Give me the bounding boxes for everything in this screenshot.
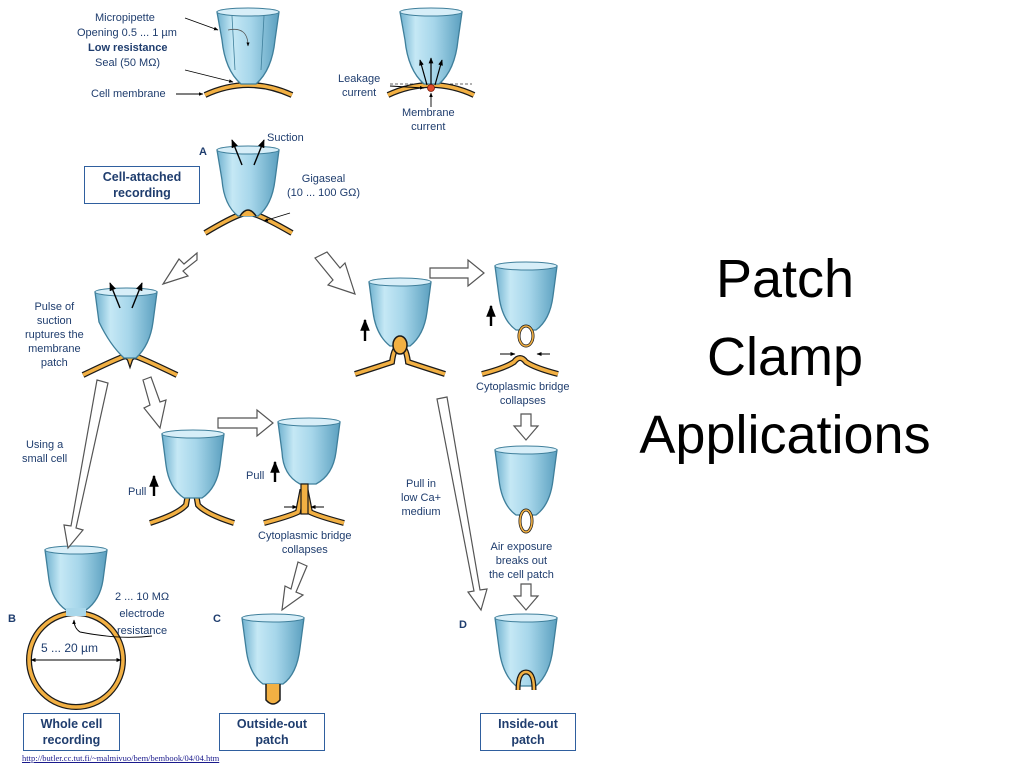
source-link[interactable]: http://butler.cc.tut.fi/~malmivuo/bem/be…: [22, 753, 220, 763]
pipette-body: [216, 11, 280, 85]
pipette-pull: [149, 429, 235, 526]
panel-letter-a: A: [199, 146, 207, 158]
panel-letter-d: D: [459, 619, 467, 631]
arrow-air-down: [512, 583, 540, 611]
label-pull-1: Pull: [128, 486, 147, 498]
label-gigaseal: Gigaseal (10 ... 100 GΩ): [287, 173, 361, 199]
pipette-vesicle: [494, 445, 558, 534]
box-cell-attached: Cell-attached recording: [84, 166, 200, 204]
pipette-bridge-inside: [481, 261, 559, 377]
arrow-to-bridge: [217, 408, 274, 438]
label-low-resistance: Low resistance: [88, 42, 168, 54]
pipette-inside-out: [494, 613, 558, 691]
label-pulse-suction: Pulse of suction ruptures the membrane p…: [25, 301, 84, 369]
box-inside-out: Inside-out patch: [480, 713, 576, 751]
hollow-arrow-a-left: [161, 251, 198, 286]
label-electrode-resistance: 2 ... 10 MΩ electrode resistance: [115, 591, 170, 637]
pipette-outside-out: [241, 613, 305, 705]
pipette-low-resistance: [176, 7, 294, 98]
pipette-raised: [354, 277, 446, 377]
slide-title: Patch Clamp Applications: [639, 249, 931, 465]
box-outside-out: Outside-out patch: [219, 713, 325, 751]
pipette-cell-attached: [203, 139, 294, 236]
arrow-low-ca: [436, 396, 488, 612]
flow-arrows: [63, 258, 540, 612]
label-cell-membrane: Cell membrane: [91, 88, 166, 100]
label-seal: Seal (50 MΩ): [95, 57, 161, 69]
label-micropipette: Micropipette: [95, 12, 155, 24]
arrow-to-outside-out: [281, 561, 308, 612]
label-bridge-collapses-1: Cytoplasmic bridge collapses: [258, 530, 352, 556]
label-using-small-cell: Using a small cell: [22, 439, 68, 465]
label-leakage-current: Leakage current: [338, 73, 381, 99]
label-suction: Suction: [267, 132, 304, 144]
hollow-arrow-a-right: [314, 251, 356, 295]
pipette-whole-cell: [26, 545, 153, 710]
label-opening: Opening 0.5 ... 1 µm: [77, 27, 177, 39]
pipette-leakage: [386, 7, 476, 107]
panel-letter-b: B: [8, 613, 16, 625]
label-bridge-collapses-2: Cytoplasmic bridge collapses: [476, 381, 570, 407]
arrow-to-pull: [142, 376, 167, 430]
label-cell-size: 5 ... 20 µm: [41, 641, 98, 655]
pipette-pulse-suction: [81, 282, 179, 378]
arrow-to-bridge-inside: [429, 258, 485, 288]
label-pull-low-ca: Pull in low Ca+ medium: [401, 478, 442, 518]
label-air-exposure: Air exposure breaks out the cell patch: [489, 541, 554, 581]
arrow-to-small-cell: [63, 379, 109, 550]
label-pull-2: Pull: [246, 470, 265, 482]
arrow-bridge-down: [512, 413, 540, 441]
pipette-bridge-outside: [263, 417, 345, 526]
panel-letter-c: C: [213, 613, 221, 625]
label-membrane-current: Membrane current: [402, 107, 455, 133]
box-whole-cell: Whole cell recording: [23, 713, 120, 751]
